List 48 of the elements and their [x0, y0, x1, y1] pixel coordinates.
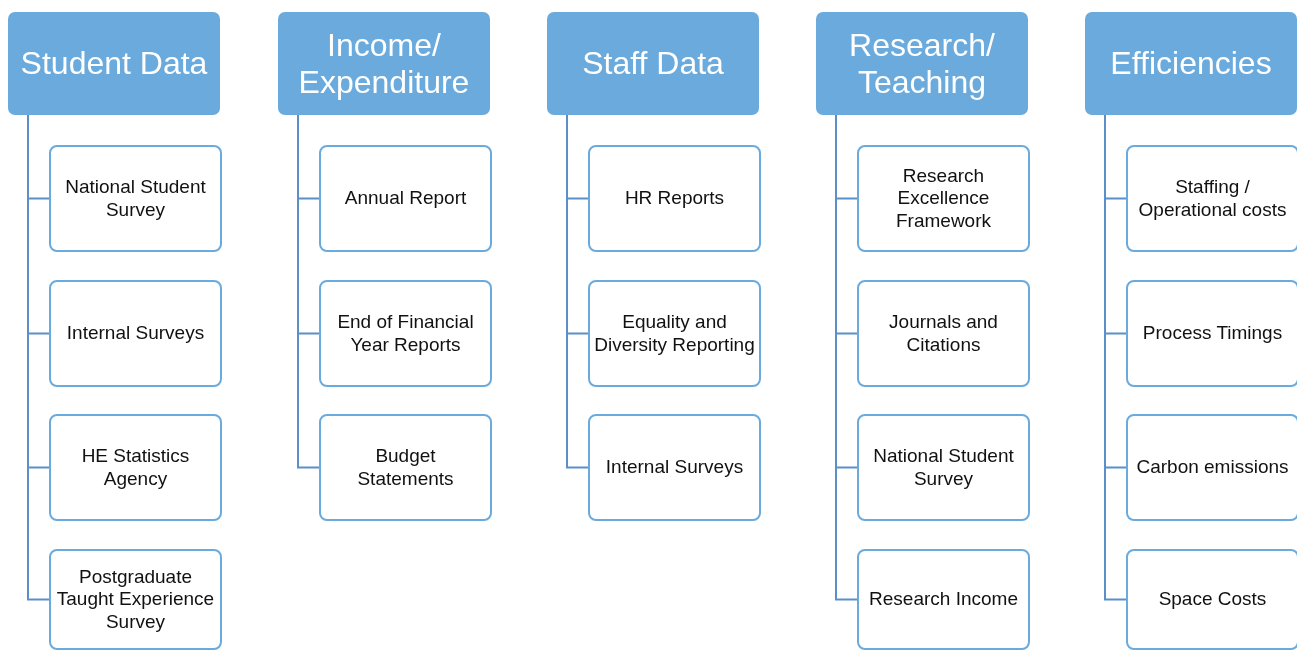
box-label: National Student Survey — [64, 176, 207, 221]
source-box — [49, 414, 222, 521]
category-header — [1085, 12, 1297, 115]
box-label: Journals and Citations — [888, 311, 999, 356]
source-box — [49, 549, 222, 650]
box-label: Budget Statements — [356, 445, 455, 490]
source-box — [49, 280, 222, 387]
connector-line — [297, 114, 320, 469]
category-header — [278, 12, 490, 115]
box-label: Student Data — [20, 45, 208, 82]
source-box — [1126, 414, 1297, 521]
category-header — [547, 12, 759, 115]
source-box — [588, 145, 761, 252]
source-box — [857, 280, 1030, 387]
source-box — [49, 145, 222, 252]
category-header — [816, 12, 1028, 115]
source-box — [1126, 145, 1297, 252]
connector-line — [566, 114, 589, 469]
source-box — [588, 414, 761, 521]
box-label: Efficiencies — [1110, 45, 1272, 82]
box-label: HR Reports — [624, 187, 725, 210]
source-box — [857, 414, 1030, 521]
source-box — [588, 280, 761, 387]
box-label: Internal Surveys — [66, 322, 205, 345]
box-label: Research/ Teaching — [848, 26, 996, 101]
box-label: Annual Report — [344, 187, 467, 210]
source-box — [1126, 280, 1297, 387]
box-label: HE Statistics Agency — [80, 445, 191, 490]
box-label: National Student Survey — [872, 445, 1015, 490]
box-label: End of Financial Year Reports — [336, 311, 475, 356]
box-label: Space Costs — [1158, 588, 1267, 611]
category-header — [8, 12, 220, 115]
source-box — [857, 549, 1030, 650]
box-label: Postgraduate Taught Experience Survey — [55, 565, 216, 634]
box-label: Carbon emissions — [1136, 456, 1289, 479]
box-label: Process Timings — [1142, 322, 1283, 345]
box-label: Research Income — [869, 588, 1018, 611]
box-label: Equality and Diversity Reporting — [594, 311, 755, 356]
box-label: Staffing / Operational costs — [1137, 176, 1288, 221]
source-box — [1126, 549, 1297, 650]
box-label: Internal Surveys — [605, 456, 744, 479]
box-label: Staff Data — [582, 45, 724, 82]
box-label: Income/ Expenditure — [297, 26, 471, 101]
source-box — [319, 145, 492, 252]
source-box — [857, 145, 1030, 252]
box-label: Research Excellence Framework — [895, 164, 992, 233]
source-box — [319, 280, 492, 387]
source-box — [319, 414, 492, 521]
